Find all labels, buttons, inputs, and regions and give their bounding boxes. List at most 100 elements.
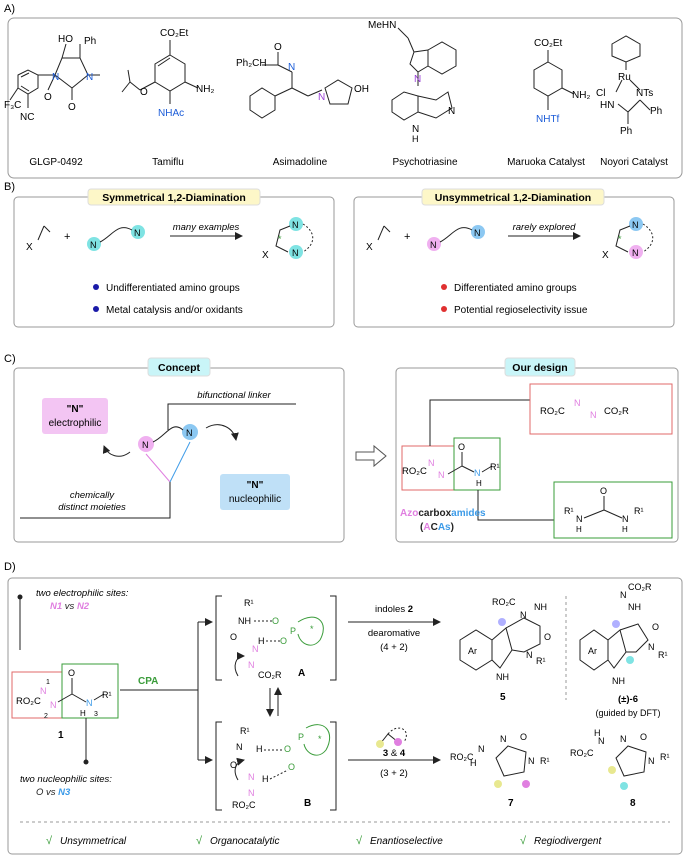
design-n3: N xyxy=(474,468,481,478)
reagent-dot-1 xyxy=(376,740,384,748)
sym-alkene xyxy=(37,225,51,241)
urea-r1-right: R¹ xyxy=(634,506,644,516)
design-urea-box xyxy=(453,437,501,491)
ts-b-label: B xyxy=(304,798,311,809)
product-8-number: 8 xyxy=(630,798,636,809)
unsym-prod-n2-circle xyxy=(629,245,643,259)
urea-bond-2 xyxy=(603,509,623,519)
design-title-bg xyxy=(504,357,576,377)
glgp-n2: N xyxy=(86,72,93,83)
asim-oh: OH xyxy=(354,84,369,95)
panel-label-a: A) xyxy=(4,3,15,15)
product-7-o: O xyxy=(520,732,527,742)
nucleophilic-box xyxy=(220,474,290,510)
sym-bullet-1-text: Undifferentiated amino groups xyxy=(106,283,240,294)
indoles-label: indoles 2 xyxy=(375,604,413,615)
product-8-n: N xyxy=(598,736,605,746)
psycho-mehn: MeHN xyxy=(368,20,396,31)
concept-linker xyxy=(152,426,184,443)
electrophilic-n2: N2 xyxy=(77,601,90,612)
product-7-n: N xyxy=(478,744,485,754)
asim-n1: N xyxy=(288,62,295,73)
product-5-number: 5 xyxy=(500,692,506,703)
electrophilic-label: electrophilic xyxy=(49,418,102,429)
cmpd1-number: 1 xyxy=(58,730,64,741)
unsym-x: X xyxy=(366,242,373,253)
unsym-n-right-circle xyxy=(471,225,485,239)
ts-a-cpa-ring xyxy=(297,616,324,646)
cmpd1-bond-3 xyxy=(93,693,105,701)
sym-prod-x: X xyxy=(262,250,269,261)
footer-check-4: √ xyxy=(520,835,527,847)
sym-bullet-2-text: Metal catalysis and/or oxidants xyxy=(106,305,243,316)
sym-prod-n2-circle xyxy=(289,245,303,259)
product-6-skeleton xyxy=(579,623,649,671)
product-5-nh-indoline: NH xyxy=(496,672,509,682)
aca-a: A xyxy=(423,522,430,533)
sym-n-left-circle xyxy=(87,237,101,251)
psycho-h: H xyxy=(412,134,419,144)
product-7-number: 7 xyxy=(508,798,514,809)
product-7-r1: R¹ xyxy=(540,756,550,766)
product-6-number: (±)-6 xyxy=(618,694,638,705)
unsymmetrical-title: Unsymmetrical 1,2-Diamination xyxy=(435,192,591,204)
nucleophilic-o-vs: O vs xyxy=(36,787,58,798)
footer-label-1: Unsymmetrical xyxy=(60,836,127,847)
product-6-nh: NH xyxy=(612,676,625,686)
glgp-ph: Ph xyxy=(84,36,96,47)
asim-ph2ch: Ph₂CH xyxy=(236,58,267,69)
footer-label-4: Regiodivergent xyxy=(534,836,602,847)
ts-b-n1: N xyxy=(248,772,255,782)
product-5-o: O xyxy=(544,632,551,642)
asim-o: O xyxy=(274,42,282,53)
design-o: O xyxy=(458,442,465,452)
noyori-hn: HN xyxy=(600,100,614,111)
sym-n1: N xyxy=(90,240,97,250)
maruoka-name: Maruoka Catalyst xyxy=(507,157,585,168)
unsymmetrical-title-bg xyxy=(421,188,605,206)
urea-reagent-box xyxy=(553,481,673,539)
glgp-ho: HO xyxy=(58,34,73,45)
compound-asimadoline xyxy=(249,52,353,119)
cmpd1-h: H xyxy=(80,709,86,718)
unsym-n2: N xyxy=(474,228,481,238)
symmetrical-title: Symmetrical 1,2-Diamination xyxy=(102,192,246,204)
aca-carbox: carbox xyxy=(418,508,451,519)
ts-a-nh: NH xyxy=(238,616,251,626)
cmpd1-ro2c: RO₂C xyxy=(16,696,41,707)
sym-prod-n1: N xyxy=(292,220,299,230)
cmpd1-azo-box xyxy=(11,671,63,719)
unsym-prod-n1-circle xyxy=(629,217,643,231)
sym-plus: + xyxy=(64,231,70,243)
dearomative-label: dearomative xyxy=(368,628,420,639)
product-7-h: H xyxy=(470,758,477,768)
product-5-n1: N xyxy=(520,610,527,620)
unsym-prod-n2: N xyxy=(632,248,639,258)
linker-callout xyxy=(167,403,296,430)
product-5-n2: N xyxy=(526,650,533,660)
symmetrical-title-bg xyxy=(87,188,261,206)
reagent-dot-2 xyxy=(394,738,402,746)
product-7-n3: N xyxy=(528,756,535,766)
product-8-n2: N xyxy=(620,734,627,744)
product-7-ro2c: RO₂C xyxy=(450,752,474,762)
ts-a-o1: O xyxy=(272,616,279,626)
sym-arrow-label: many examples xyxy=(173,222,240,233)
concept-n-right-circle xyxy=(182,424,198,440)
electrophilic-n1: N1 xyxy=(50,601,62,612)
panel-label-d: D) xyxy=(4,561,16,573)
urea-h-left: H xyxy=(576,525,582,534)
electrophilic-box xyxy=(42,398,108,434)
nucleophilic-n3: N3 xyxy=(58,787,71,798)
ts-a-co2r: CO₂R xyxy=(258,670,282,680)
electrophilic-sites-label: two electrophilic sites: xyxy=(36,588,129,599)
unsym-prod-dash xyxy=(642,223,654,253)
product-6-note: (guided by DFT) xyxy=(595,708,660,718)
panel-a-frame xyxy=(7,17,683,179)
compound-noyori xyxy=(611,35,651,124)
ts-b-ro2c: RO₂C xyxy=(232,800,256,810)
tamiflu-co2et: CO₂Et xyxy=(160,28,189,39)
aca-title: Azocarboxamides xyxy=(400,508,486,519)
design-bond-3 xyxy=(481,465,493,473)
unsym-prod-n1: N xyxy=(632,220,639,230)
